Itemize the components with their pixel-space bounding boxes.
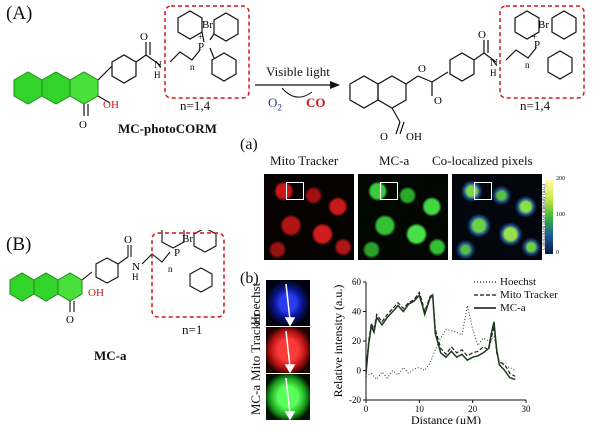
legend-hoechst: Hoechst bbox=[500, 276, 537, 288]
o-amide-left: O bbox=[140, 31, 148, 43]
zoom-box bbox=[286, 182, 304, 200]
colorbar-tick-100: 100 bbox=[556, 212, 565, 218]
y-tick-label: 20 bbox=[352, 336, 362, 346]
x-axis-title: Distance (μM) bbox=[411, 413, 481, 424]
y-tick-label: 40 bbox=[352, 307, 362, 317]
x-tick-label: 30 bbox=[522, 404, 532, 414]
y-axis-title: Relative intensity (a.u.) bbox=[331, 285, 345, 398]
phosphonium-box-left bbox=[164, 5, 250, 99]
mca-structure: OH O O N H n P Br bbox=[9, 230, 225, 326]
h-label-left: H bbox=[154, 70, 161, 80]
reaction-arrow-head bbox=[330, 81, 340, 89]
x-tick-label: 20 bbox=[468, 404, 478, 414]
mca-green-rings bbox=[9, 272, 83, 302]
o-label-left: O bbox=[79, 119, 87, 131]
mca-micrograph bbox=[358, 174, 448, 260]
p-label-right: P bbox=[534, 39, 540, 51]
mca-br: Br bbox=[182, 233, 193, 245]
phosphonium-box-right bbox=[499, 5, 585, 99]
zoom-box bbox=[474, 182, 492, 200]
y-tick-label: -20 bbox=[349, 395, 361, 405]
product-co: CO bbox=[306, 95, 326, 110]
y-tick-label: 0 bbox=[357, 366, 362, 376]
mca-h: H bbox=[132, 272, 139, 282]
mca-p: P bbox=[174, 247, 180, 259]
series-line-mito-tracker bbox=[365, 290, 516, 377]
n-label-left: N bbox=[154, 59, 162, 71]
series-line-mc-a bbox=[365, 293, 516, 381]
colorbar bbox=[545, 180, 553, 254]
o-carbonyl-label: O bbox=[434, 95, 442, 107]
reaction-side-arrow bbox=[281, 87, 313, 98]
panel-b-sub-letter: (b) bbox=[240, 270, 259, 287]
panel-b-letter: (B) bbox=[6, 234, 32, 255]
zoom-box bbox=[380, 182, 398, 200]
colorbar-tick-0: 0 bbox=[556, 250, 559, 256]
br-label-right: Br bbox=[538, 19, 549, 31]
legend-mca: MC-a bbox=[500, 302, 526, 314]
p-label-left: P bbox=[198, 41, 204, 53]
o-acid-label: O bbox=[380, 131, 388, 143]
colorbar-label: Colocalized pixel intensity (a.u.) bbox=[542, 184, 547, 250]
row-label-mca: MC-a bbox=[248, 384, 263, 416]
reagent-o2: O2 bbox=[268, 95, 282, 113]
mca-n-index: n bbox=[168, 264, 173, 274]
panel-a-letter: (A) bbox=[6, 3, 33, 24]
colocalized-micrograph bbox=[452, 174, 542, 260]
oh-label: OH bbox=[103, 99, 119, 111]
mca-o-amide: O bbox=[124, 234, 132, 246]
reactant-name: MC-photoCORM bbox=[118, 121, 217, 136]
oh-product-label: OH bbox=[406, 131, 422, 143]
mca-phosphonium-box bbox=[151, 232, 225, 318]
o-ester-label: O bbox=[418, 63, 426, 75]
x-tick-label: 10 bbox=[415, 404, 425, 414]
product-structure bbox=[349, 10, 577, 135]
line-profile-arrows bbox=[284, 283, 296, 420]
arrow-label: Visible light bbox=[266, 64, 330, 79]
plus-left: + bbox=[198, 32, 203, 42]
colorbar-tick-200: 200 bbox=[556, 176, 565, 182]
mca-oh: OH bbox=[88, 287, 104, 299]
mca-o: O bbox=[66, 314, 74, 326]
col-label-mito: Mito Tracker bbox=[270, 153, 339, 168]
o-amide-right: O bbox=[478, 29, 486, 41]
col-label-coloc: Co-localized pixels bbox=[432, 153, 533, 168]
x-tick-label: 0 bbox=[364, 404, 369, 414]
mito-tracker-micrograph bbox=[264, 174, 354, 260]
col-label-mca: MC-a bbox=[379, 153, 410, 168]
plus-right: + bbox=[532, 32, 537, 42]
legend-mito: Mito Tracker bbox=[500, 289, 558, 301]
mca-n-value: n=1 bbox=[182, 322, 203, 337]
chart-legend bbox=[474, 281, 496, 309]
h-label-right: H bbox=[490, 68, 497, 78]
n-value-left: n=1,4 bbox=[180, 98, 211, 113]
y-tick-label: 60 bbox=[352, 277, 362, 287]
n-label-right: N bbox=[490, 57, 498, 69]
photocorm-reaction-scheme: OH O O N H P Br + n O O OH O O N H P Br … bbox=[13, 5, 585, 143]
br-label-left: Br bbox=[202, 19, 213, 31]
mca-n: N bbox=[132, 261, 140, 273]
n-index-right: n bbox=[525, 60, 530, 70]
mca-name: MC-a bbox=[94, 348, 127, 363]
reactant-green-rings bbox=[13, 71, 99, 105]
n-value-right: n=1,4 bbox=[520, 98, 551, 113]
n-index-left: n bbox=[190, 62, 195, 72]
panel-a-sub-letter: (a) bbox=[240, 136, 258, 153]
